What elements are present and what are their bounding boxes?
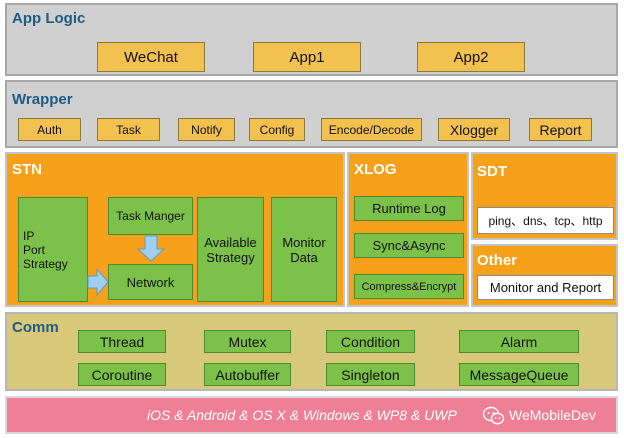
app2-box: App2 [417,42,525,72]
stn-title: STN [12,161,42,178]
sdt-title: SDT [477,163,507,180]
thread-box: Thread [78,330,166,353]
ip-port-strategy-box: IP Port Strategy [18,197,88,302]
wrapper-layer: Wrapper Auth Task Notify Config Encode/D… [5,80,618,148]
comm-layer: Comm Thread Mutex Condition Alarm Corout… [5,312,618,391]
task-manager-box: Task Manger [108,197,193,235]
xlog-layer: XLOG Runtime Log Sync&Async Compress&Enc… [347,152,469,307]
xlog-title: XLOG [354,161,397,178]
ip-label: IP [23,228,35,243]
condition-box: Condition [326,330,415,353]
app-logic-title: App Logic [12,10,86,27]
right-arrow-icon [87,267,109,297]
brand-text: WeMobileDev [509,407,596,423]
port-label: Port [23,242,46,257]
platforms-text: iOS & Android & OS X & Windows & WP8 & U… [147,407,457,423]
report-box: Report [529,118,592,141]
network-box: Network [108,264,193,300]
mutex-box: Mutex [204,330,291,353]
singleton-box: Singleton [326,363,415,386]
sync-async-box: Sync&Async [354,233,464,258]
app-logic-layer: App Logic WeChat App1 App2 [5,3,618,76]
stn-arrows [87,235,166,297]
alarm-box: Alarm [459,330,579,353]
encode-decode-box: Encode/Decode [321,118,422,141]
task-box: Task [97,118,160,141]
stn-layer: STN IP Port Strategy Task Manger Network… [5,152,345,307]
other-layer: Other Monitor and Report [471,244,618,307]
monitor-report-box: Monitor and Report [477,275,614,300]
notify-box: Notify [178,118,235,141]
autobuffer-box: Autobuffer [204,363,291,386]
available-strategy-box: Available Strategy [197,197,264,302]
wechat-logo-icon [482,406,505,426]
monitor-data-box: Monitor Data [271,197,337,302]
down-arrow-icon [136,235,166,262]
platform-layer: iOS & Android & OS X & Windows & WP8 & U… [5,396,618,434]
messagequeue-box: MessageQueue [459,363,579,386]
sdt-detail-box: ping、dns、tcp、http [477,207,614,234]
config-box: Config [249,118,305,141]
compress-encrypt-box: Compress&Encrypt [354,274,464,299]
wrapper-title: Wrapper [12,91,73,108]
coroutine-box: Coroutine [78,363,166,386]
auth-box: Auth [18,118,81,141]
other-title: Other [477,252,518,269]
app1-box: App1 [253,42,361,72]
runtime-log-box: Runtime Log [354,196,464,221]
comm-title: Comm [12,319,59,336]
xlogger-box: Xlogger [438,118,510,141]
sdt-layer: SDT ping、dns、tcp、http [471,152,618,240]
wechat-box: WeChat [97,42,205,72]
strategy-label: Strategy [23,256,68,271]
